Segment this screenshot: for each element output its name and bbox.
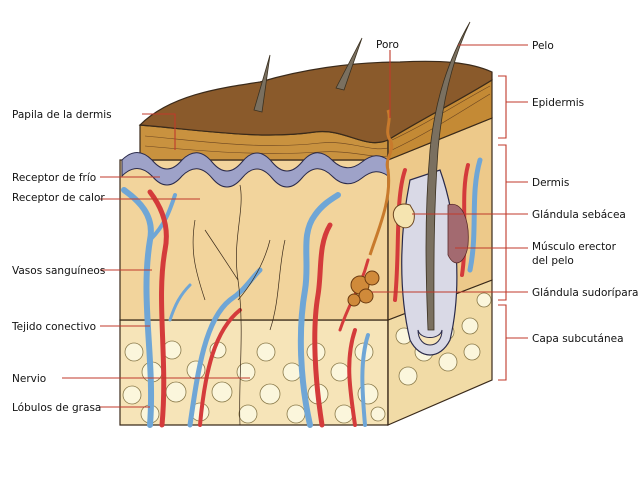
label-papila: Papila de la dermis bbox=[12, 109, 112, 121]
label-glandula-sebacea: Glándula sebácea bbox=[532, 209, 626, 221]
epidermis-texture bbox=[144, 85, 491, 157]
label-dermis: Dermis bbox=[532, 177, 569, 189]
skin-surface bbox=[138, 60, 493, 144]
label-epidermis: Epidermis bbox=[532, 97, 584, 109]
sweat-duct bbox=[368, 109, 394, 256]
label-glandula-sudoripara: Glándula sudorípara bbox=[532, 287, 638, 299]
hair-bulb bbox=[417, 329, 443, 346]
label-poro: Poro bbox=[376, 39, 399, 51]
label-receptor-calor: Receptor de calor bbox=[12, 192, 105, 204]
label-vasos: Vasos sanguíneos bbox=[12, 265, 105, 277]
label-tejido: Tejido conectivo bbox=[11, 321, 96, 333]
sebaceous-gland bbox=[392, 203, 415, 229]
label-subcutanea: Capa subcutánea bbox=[532, 333, 624, 345]
label-pelo: Pelo bbox=[532, 40, 554, 52]
label-musculo-2: del pelo bbox=[532, 255, 574, 267]
label-nervio: Nervio bbox=[12, 373, 46, 385]
leader-lines bbox=[62, 44, 528, 408]
label-lobulos: Lóbulos de grasa bbox=[12, 402, 101, 414]
label-receptor-frio: Receptor de frío bbox=[12, 172, 96, 184]
nerves bbox=[192, 184, 286, 426]
sweat-gland bbox=[347, 270, 380, 307]
label-musculo-1: Músculo erector bbox=[532, 241, 617, 253]
hair-shaft bbox=[425, 21, 471, 331]
surface-hairs bbox=[253, 37, 363, 113]
